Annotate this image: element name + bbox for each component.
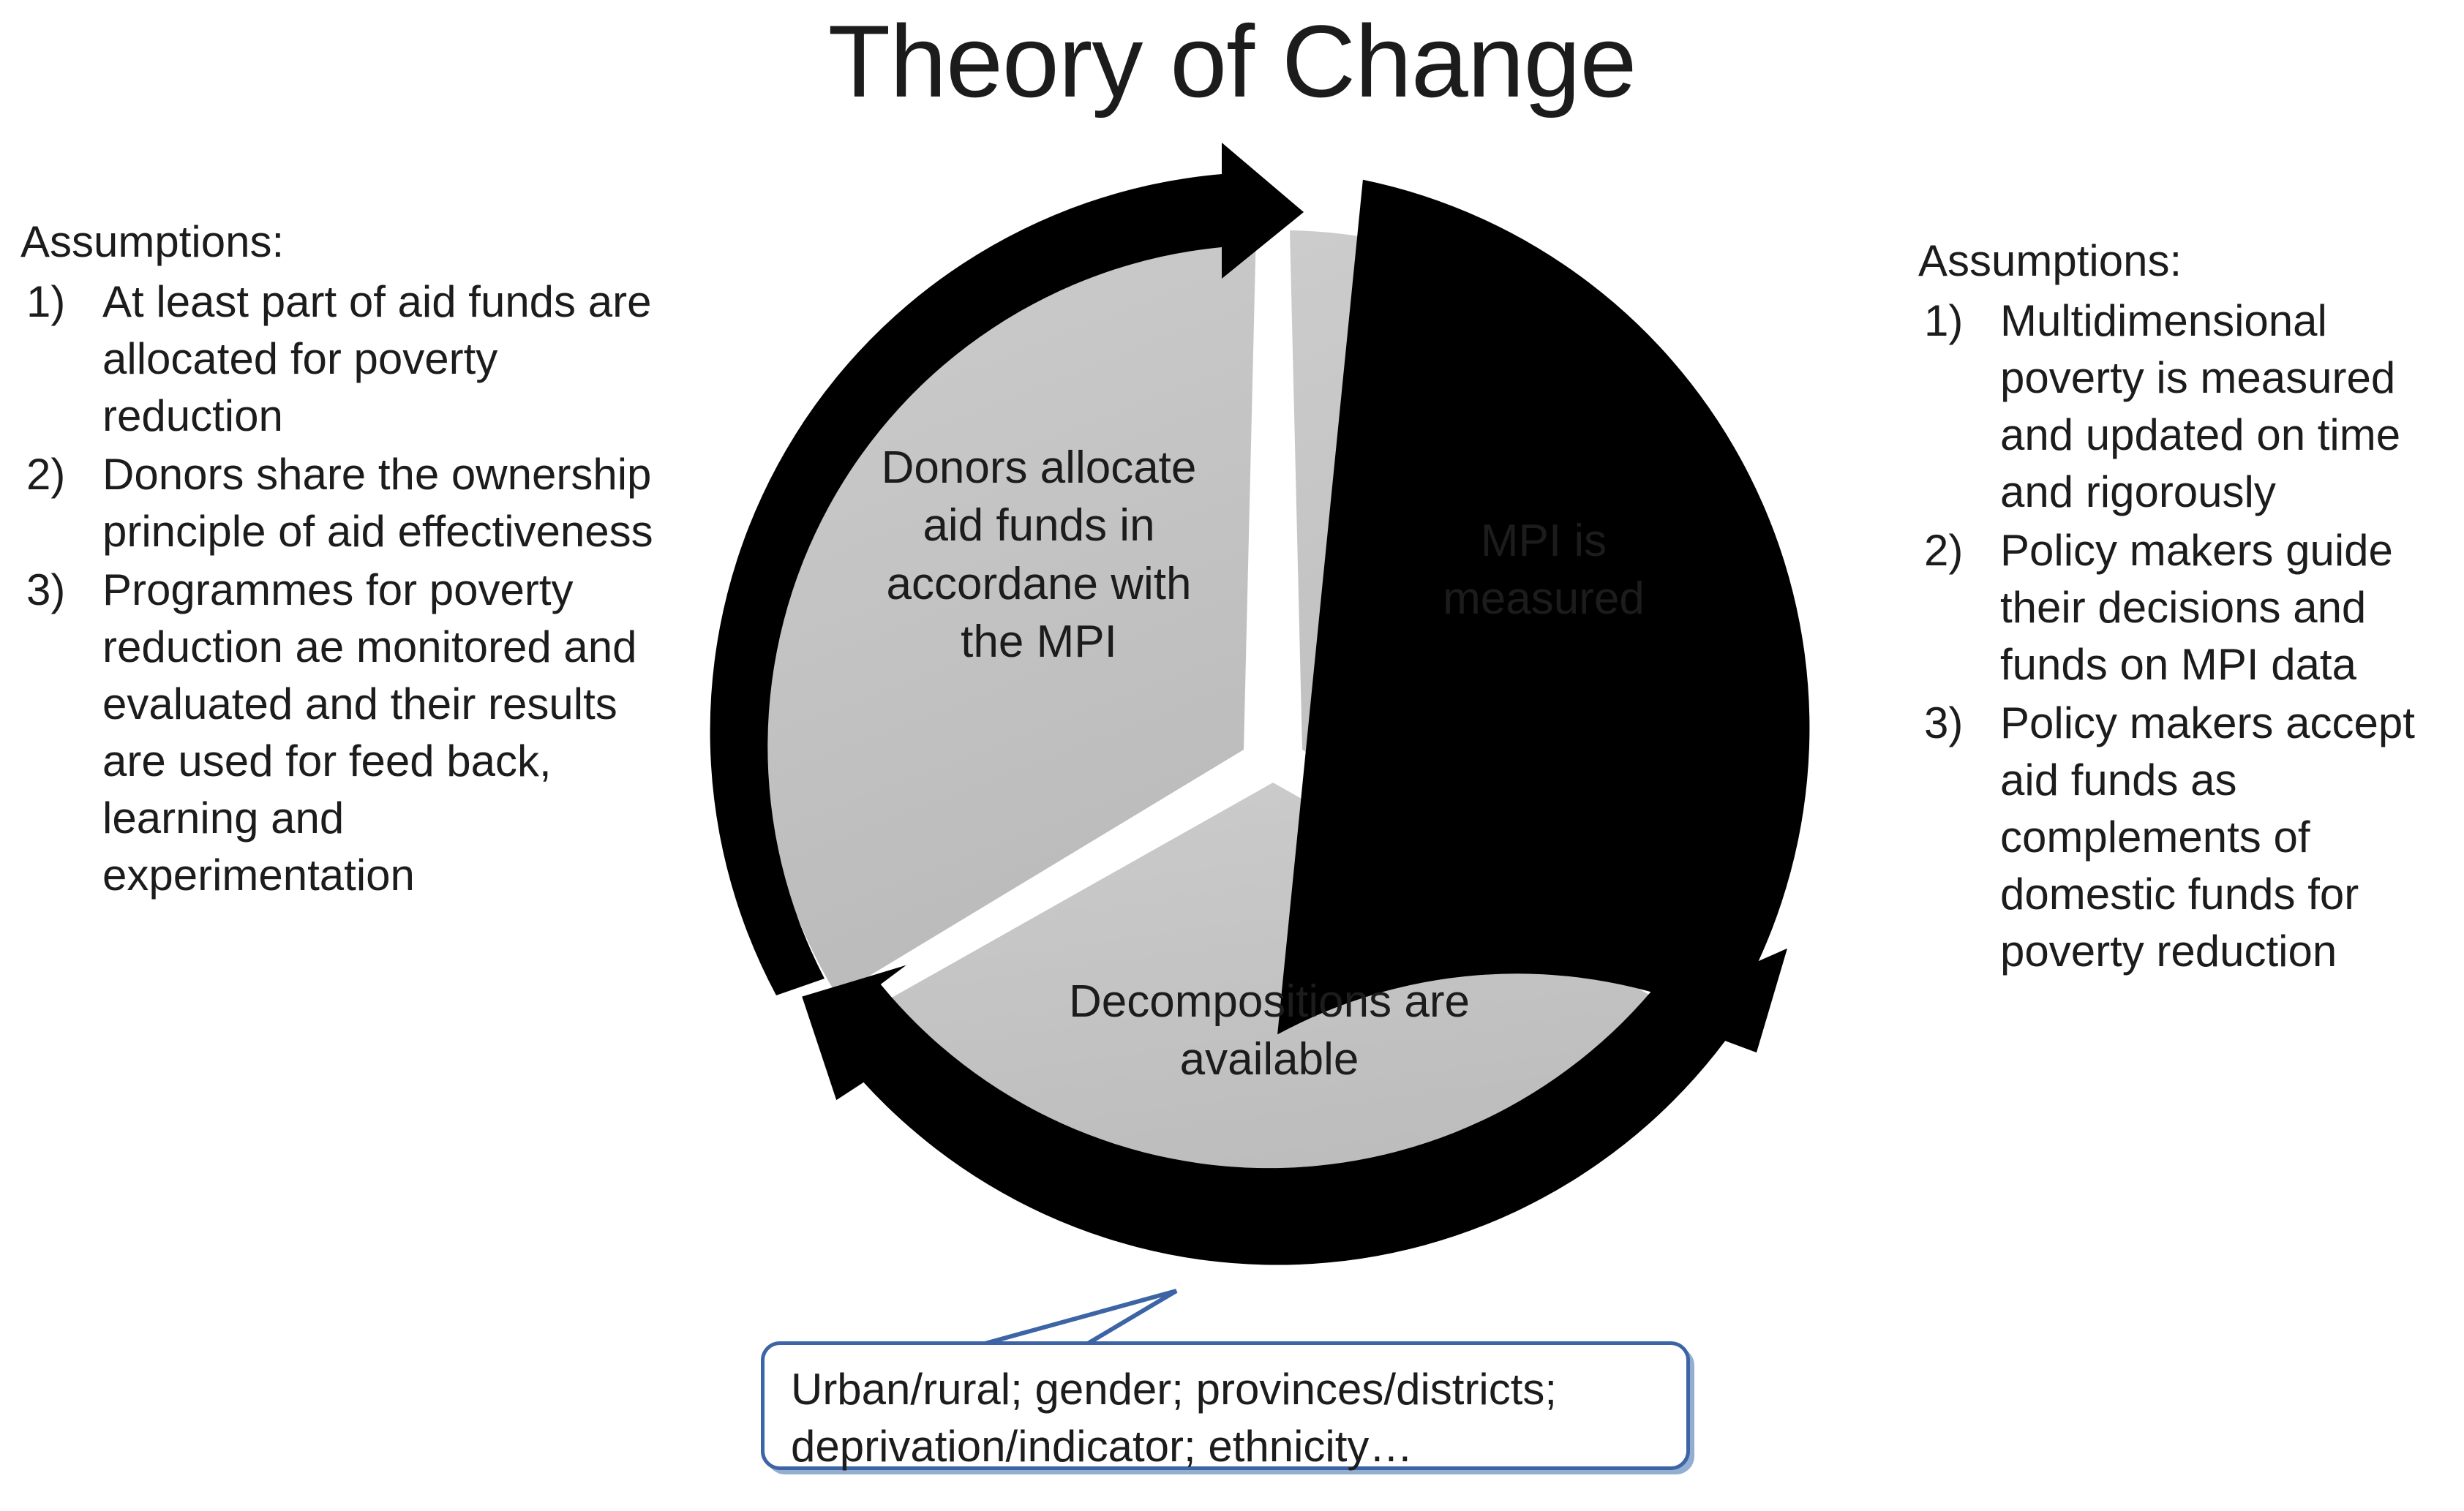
assumptions-left-heading: Assumptions: — [20, 217, 285, 266]
list-item: 2) Donors share the ownership principle … — [20, 446, 664, 560]
page-title: Theory of Change — [827, 4, 1637, 118]
list-item: 3) Programmes for poverty reduction ae m… — [20, 562, 664, 904]
cycle-segment-label-decompositions: Decompositions are available — [1069, 976, 1470, 1085]
list-item-marker: 3) — [1924, 698, 1964, 747]
assumptions-right-block: Assumptions: 1) Multidimensional poverty… — [1918, 233, 2460, 981]
list-item: 2) Policy makers guide their decisions a… — [1918, 522, 2460, 693]
list-item-marker: 1) — [26, 277, 66, 326]
list-item-marker: 2) — [26, 450, 66, 499]
list-item-marker: 1) — [1924, 296, 1964, 345]
list-item: 3) Policy makers accept aid funds as com… — [1918, 695, 2460, 980]
assumptions-right-list: 1) Multidimensional poverty is measured … — [1918, 293, 2460, 980]
list-item-text: At least part of aid funds are allocated… — [102, 277, 652, 440]
list-item-marker: 2) — [1924, 526, 1964, 575]
list-item-text: Policy makers accept aid funds as comple… — [2000, 698, 2415, 976]
list-item-text: Policy makers guide their decisions and … — [2000, 526, 2393, 689]
list-item-text: Programmes for poverty reduction ae moni… — [102, 565, 637, 900]
assumptions-left-block: Assumptions: 1) At least part of aid fun… — [20, 214, 664, 905]
list-item: 1) Multidimensional poverty is measured … — [1918, 293, 2460, 521]
cycle-segment-label-donors: Donors allocate aid funds in accordane w… — [881, 442, 1197, 668]
callout-box: Urban/rural; gender; provinces/districts… — [761, 1341, 1690, 1471]
list-item: 1) At least part of aid funds are alloca… — [20, 274, 664, 445]
assumptions-left-list: 1) At least part of aid funds are alloca… — [20, 274, 664, 904]
list-item-text: Donors share the ownership principle of … — [102, 450, 653, 556]
list-item-marker: 3) — [26, 565, 66, 614]
callout-line-1: Urban/rural; gender; provinces/districts… — [791, 1365, 1558, 1414]
assumptions-right-heading: Assumptions: — [1918, 236, 2182, 285]
list-item-text: Multidimensional poverty is measured and… — [2000, 296, 2401, 516]
cycle-segment-label-mpi: MPI is measured — [1443, 516, 1645, 625]
callout-line-2: deprivation/indicator; ethnicity… — [791, 1422, 1413, 1471]
